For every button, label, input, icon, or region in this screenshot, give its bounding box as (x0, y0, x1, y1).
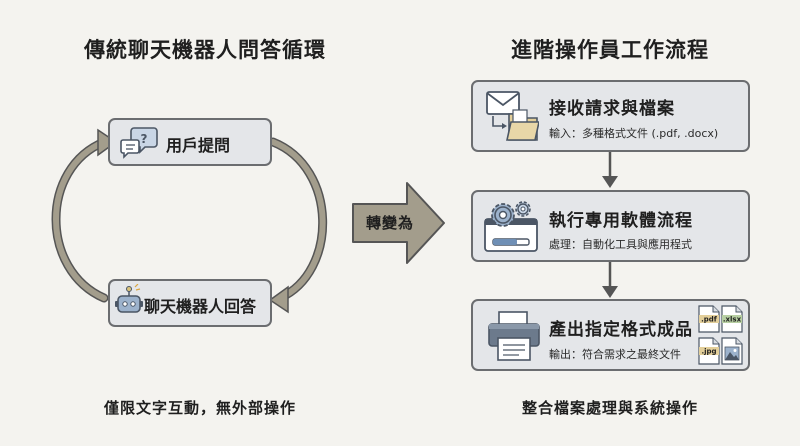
flow-step-process: 執行專用軟體流程 處理：自動化工具與應用程式 (471, 190, 750, 262)
robot-icon (115, 284, 143, 313)
software-gears-icon (484, 201, 538, 252)
user-question-label: 用戶提問 (166, 136, 231, 155)
left-caption: 僅限文字互動，無外部操作 (103, 399, 296, 417)
svg-text:?: ? (141, 132, 148, 146)
flow-step-process-title: 執行專用軟體流程 (549, 211, 693, 231)
flow-step-output-title: 產出指定格式成品 (549, 320, 693, 340)
jpg-file-icon: .jpg (698, 337, 720, 365)
mail-folder-icon (486, 91, 539, 141)
transform-arrow (352, 182, 445, 264)
flow-step-output: 產出指定格式成品 輸出：符合需求之最終文件 .pdf .xlsx .jpg (471, 299, 750, 371)
user-question-box: ? 用戶提問 (108, 118, 272, 166)
left-title: 傳統聊天機器人問答循環 (84, 38, 326, 62)
flow-step-output-desc: 輸出：符合需求之最終文件 (549, 348, 681, 361)
right-caption: 整合檔案處理與系統操作 (521, 399, 698, 417)
jpg-file-tag: .jpg (701, 348, 716, 356)
transform-arrow-label: 轉變為 (365, 214, 414, 232)
flow-step-receive-desc: 輸入：多種格式文件 (.pdf, .docx) (549, 127, 719, 140)
right-title: 進階操作員工作流程 (511, 38, 709, 62)
pdf-file-tag: .pdf (701, 316, 718, 324)
printer-icon (488, 311, 540, 361)
xlsx-file-tag: .xlsx (723, 316, 742, 324)
chat-question-icon: ? (120, 127, 158, 159)
flow-step-receive-title: 接收請求與檔案 (549, 99, 675, 119)
image-file-icon (721, 337, 743, 365)
xlsx-file-icon: .xlsx (721, 305, 743, 333)
flow-step-process-desc: 處理：自動化工具與應用程式 (549, 238, 692, 251)
pdf-file-icon: .pdf (698, 305, 720, 333)
cycle-arrowhead-bottom (268, 285, 289, 314)
chatbot-answer-label: 聊天機器人回答 (144, 297, 257, 316)
chatbot-answer-box: 聊天機器人回答 (108, 279, 272, 327)
flow-step-receive: 接收請求與檔案 輸入：多種格式文件 (.pdf, .docx) (471, 80, 750, 152)
cycle-arrowhead-top (97, 128, 118, 157)
